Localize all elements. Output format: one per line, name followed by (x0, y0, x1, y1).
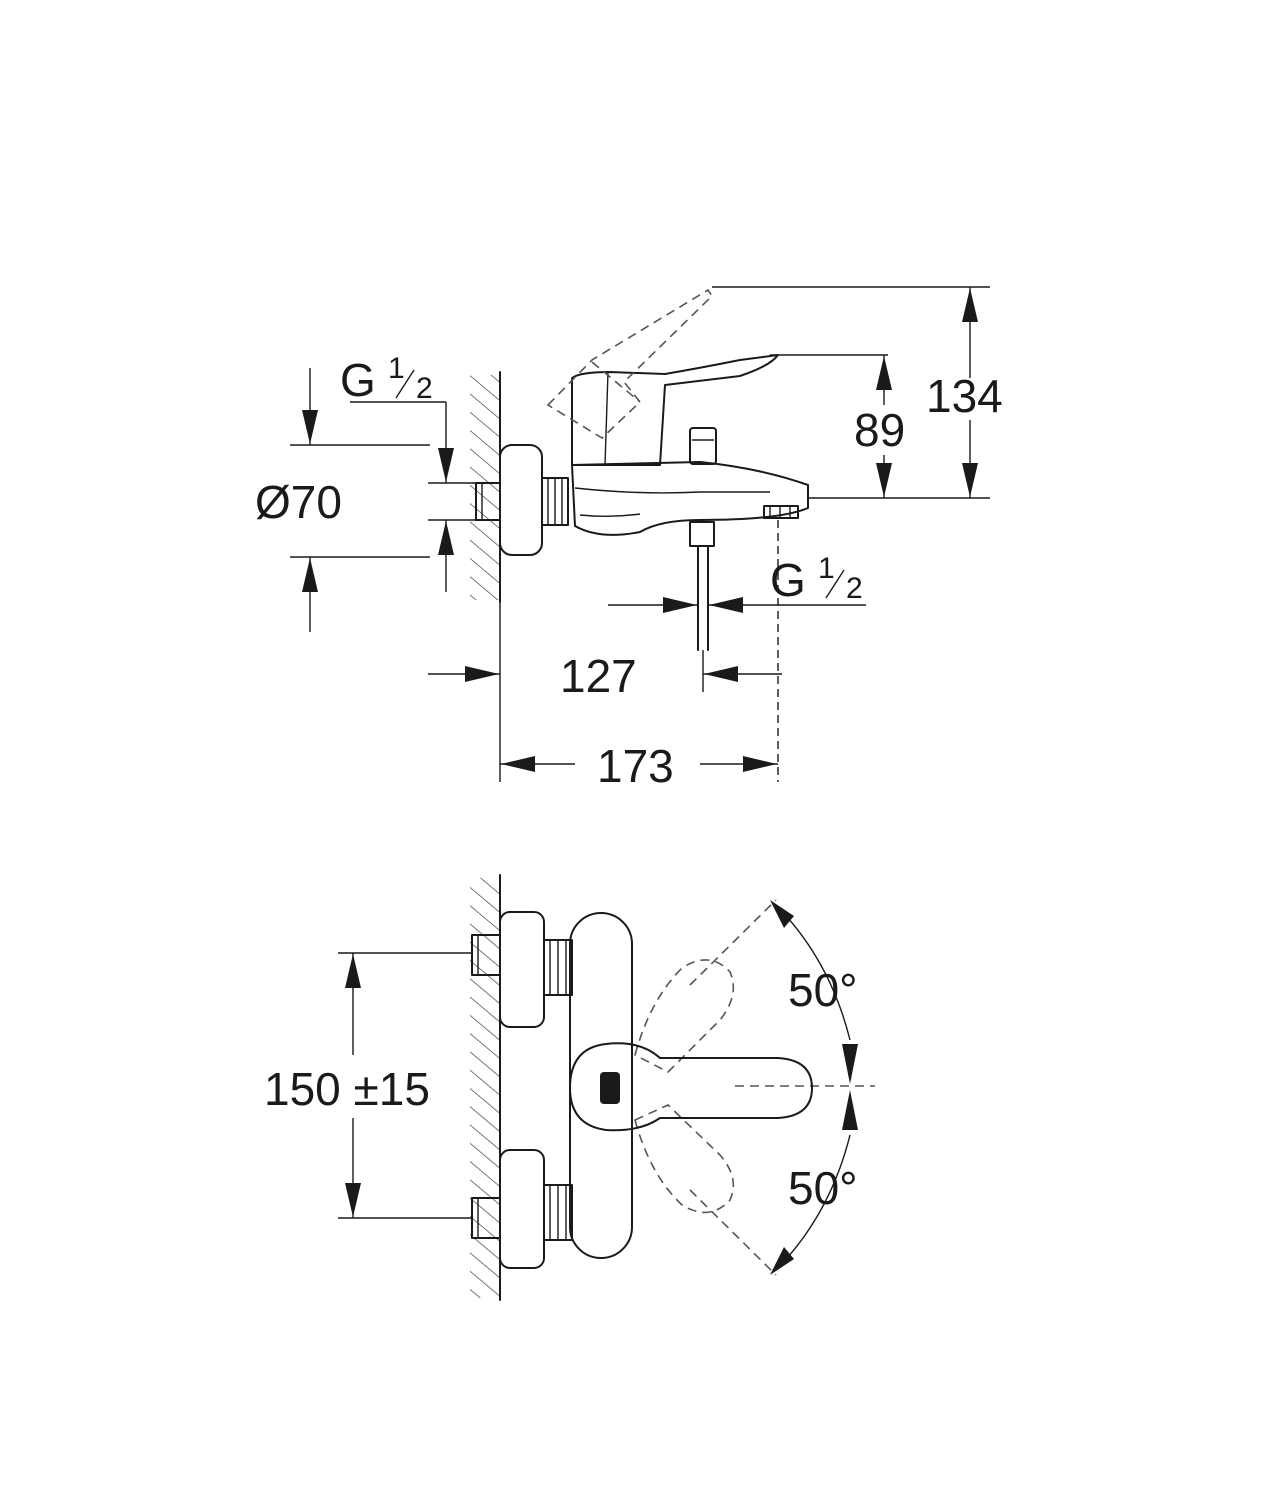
thread-inlet-label: G 1 2 (340, 352, 433, 406)
lever-front (569, 1042, 813, 1132)
diameter-label: Ø70 (255, 476, 342, 528)
dimension-lines-side (290, 286, 990, 782)
angle-down-label: 50° (788, 1162, 858, 1214)
height-total-label: 134 (926, 370, 1003, 422)
centers-dimension (338, 952, 472, 1219)
angle-dimensions (770, 900, 858, 1275)
thread-inlet-numerator: 1 (388, 352, 405, 385)
inlet-connection-lower (471, 1149, 573, 1269)
wall-front (470, 874, 501, 1301)
thread-outlet-label: G 1 2 (770, 552, 863, 606)
thread-outlet-denominator: 2 (846, 572, 863, 605)
thread-outlet-numerator: 1 (818, 552, 835, 585)
wall-side (470, 371, 501, 603)
thread-inlet-denominator: 2 (416, 372, 433, 405)
mixer-body-side (571, 427, 809, 651)
inlet-connection-side (475, 444, 569, 556)
lever-side (571, 354, 779, 466)
thread-outlet-letter: G (770, 554, 806, 606)
depth-spout-label: 127 (560, 650, 637, 702)
depth-total-label: 173 (597, 740, 674, 792)
side-view: G 1 2 Ø70 134 89 G 1 2 127 173 (255, 286, 1003, 792)
height-spout-label: 89 (854, 404, 905, 456)
lever-raised-dashed (546, 288, 714, 440)
front-view: 150 ±15 50° 50° (264, 874, 875, 1301)
thread-inlet-letter: G (340, 354, 376, 406)
angle-up-label: 50° (788, 964, 858, 1016)
centers-label: 150 ±15 (264, 1063, 430, 1115)
inlet-connection-upper (471, 911, 573, 1028)
lever-rotated-dashed (634, 899, 875, 1276)
